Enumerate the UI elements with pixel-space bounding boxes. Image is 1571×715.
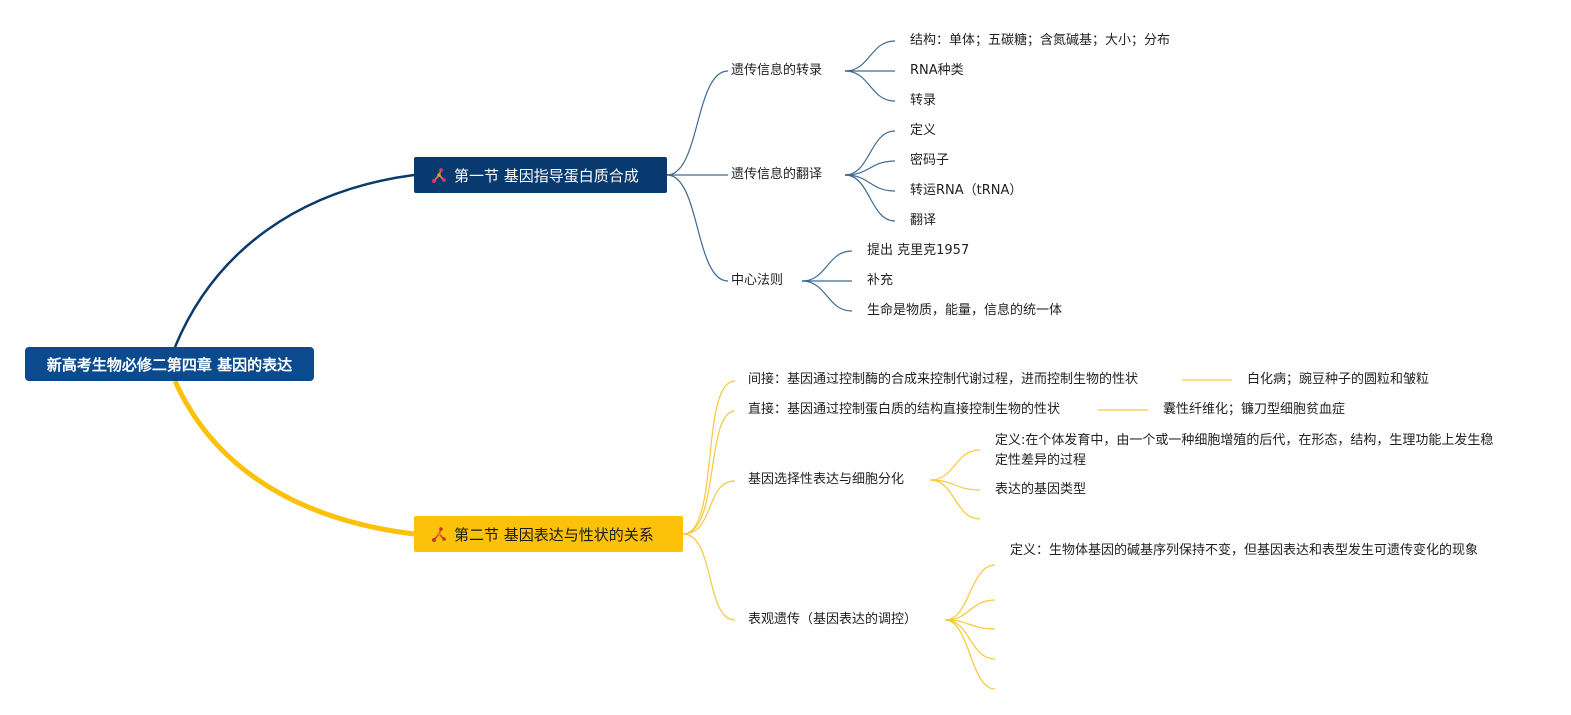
s1-t2-item[interactable]: 转运RNA（tRNA） xyxy=(910,183,1023,198)
connector-t2-item3 xyxy=(844,174,896,192)
s1-t1-item[interactable]: RNA种类 xyxy=(910,63,964,78)
s1-t1-item[interactable]: 结构：单体；五碳糖；含氮碱基；大小；分布 xyxy=(910,33,1171,48)
s2-topic-differentiation[interactable]: 基因选择性表达与细胞分化 xyxy=(748,472,905,487)
s1-t2-item[interactable]: 定义 xyxy=(910,123,937,138)
connector-s2t4-item1 xyxy=(944,564,996,621)
mindmap-icon xyxy=(432,527,446,542)
connector-t2-item2 xyxy=(844,160,896,176)
connector-s2t3-item3 xyxy=(929,479,981,520)
connector-s1-topic3 xyxy=(666,174,729,282)
s2-topic-direct[interactable]: 直接：基因通过控制蛋白质的结构直接控制生物的性状 xyxy=(748,402,1061,417)
s2-t3-item[interactable]: 定义:在个体发育中，由一个或一种细胞增殖的后代，在形态，结构，生理功能上发生稳定… xyxy=(995,433,1494,468)
connector-s2t4-item5 xyxy=(944,619,996,690)
s1-t3-item[interactable]: 补充 xyxy=(867,273,894,288)
root-label: 新高考生物必修二第四章 基因的表达 xyxy=(46,355,293,374)
connector-root-section2 xyxy=(172,379,415,537)
connector-s2t4-item2 xyxy=(944,599,996,621)
connector-s2-topic1 xyxy=(682,380,736,535)
section2-label: 第二节 基因表达与性状的关系 xyxy=(454,525,654,544)
connector-t3-item1 xyxy=(801,250,853,282)
s2-topic-indirect[interactable]: 间接：基因通过控制酶的合成来控制代谢过程，进而控制生物的性状 xyxy=(748,372,1139,387)
section1-label: 第一节 基因指导蛋白质合成 xyxy=(454,166,639,185)
connector-s2-topic3 xyxy=(682,480,736,535)
s1-topic-transcription[interactable]: 遗传信息的转录 xyxy=(731,63,823,78)
s1-topic-central-dogma[interactable]: 中心法则 xyxy=(731,273,784,288)
connector-root-section1 xyxy=(173,173,415,348)
connector-t2-item1 xyxy=(844,130,896,176)
s2-t2-example[interactable]: 囊性纤维化；镰刀型细胞贫血症 xyxy=(1163,402,1346,417)
section1-node[interactable]: 第一节 基因指导蛋白质合成 xyxy=(414,157,667,193)
s1-t2-item[interactable]: 翻译 xyxy=(910,213,937,228)
root-node[interactable]: 新高考生物必修二第四章 基因的表达 xyxy=(25,347,314,381)
connector-s2-topic2 xyxy=(682,410,736,535)
s2-t3-item[interactable]: 表达的基因类型 xyxy=(995,482,1087,497)
connector-t1-item1 xyxy=(844,40,896,72)
connector-s2t4-item4 xyxy=(944,619,996,660)
section2-node[interactable]: 第二节 基因表达与性状的关系 xyxy=(414,516,683,552)
s1-topic-translation[interactable]: 遗传信息的翻译 xyxy=(731,167,823,182)
s2-t1-example[interactable]: 白化病；豌豆种子的圆粒和皱粒 xyxy=(1247,372,1430,387)
mindmap-icon xyxy=(432,168,446,183)
s2-t4-item[interactable]: 定义：生物体基因的碱基序列保持不变，但基因表达和表型发生可遗传变化的现象 xyxy=(1010,543,1479,558)
connector-t1-item3 xyxy=(844,70,896,102)
s2-topic-epigenetics[interactable]: 表观遗传（基因表达的调控） xyxy=(748,612,918,627)
connector-s1-topic1 xyxy=(666,70,729,176)
s1-t1-item[interactable]: 转录 xyxy=(910,93,937,108)
connector-s2-topic4 xyxy=(682,533,736,621)
s1-t3-item[interactable]: 提出 克里克1957 xyxy=(867,243,970,258)
connector-t2-item4 xyxy=(844,174,896,222)
connector-s2t3-item1 xyxy=(929,449,981,481)
s1-t3-item[interactable]: 生命是物质，能量，信息的统一体 xyxy=(867,303,1063,318)
s1-t2-item[interactable]: 密码子 xyxy=(910,153,950,168)
connector-t3-item3 xyxy=(801,280,853,312)
